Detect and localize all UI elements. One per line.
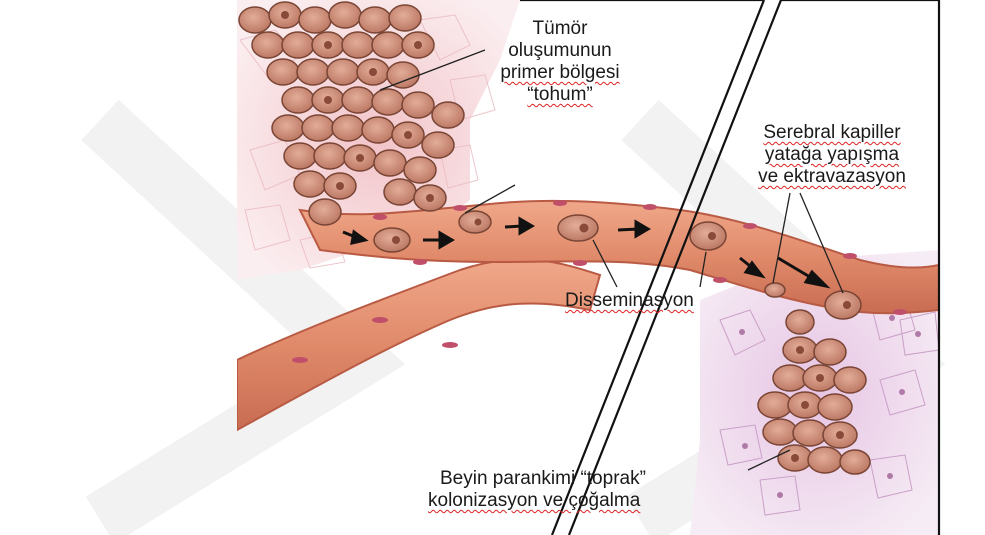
cerebral-label: Serebral kapiller yatağa yapışma ve ektr… — [743, 122, 921, 188]
brain-line1: Beyin parankimi “toprak” — [428, 468, 688, 490]
cerebral-line3: ve ektravazasyon — [743, 166, 921, 188]
cerebral-line1: Serebral kapiller — [743, 122, 921, 144]
brain-label: Beyin parankimi “toprak” kolonizasyon ve… — [428, 468, 688, 512]
primary-site-label: Tümör oluşumunun primer bölgesi “tohum” — [490, 18, 630, 106]
primary-site-line4: “tohum” — [490, 84, 630, 106]
dissemination-label: Disseminasyon — [565, 290, 694, 312]
primary-site-line2: oluşumunun — [490, 40, 630, 62]
cerebral-line2: yatağa yapışma — [743, 144, 921, 166]
primary-site-line3: primer bölgesi — [490, 62, 630, 84]
brain-line2: kolonizasyon ve çoğalma — [428, 490, 688, 512]
primary-site-line1: Tümör — [490, 18, 630, 40]
